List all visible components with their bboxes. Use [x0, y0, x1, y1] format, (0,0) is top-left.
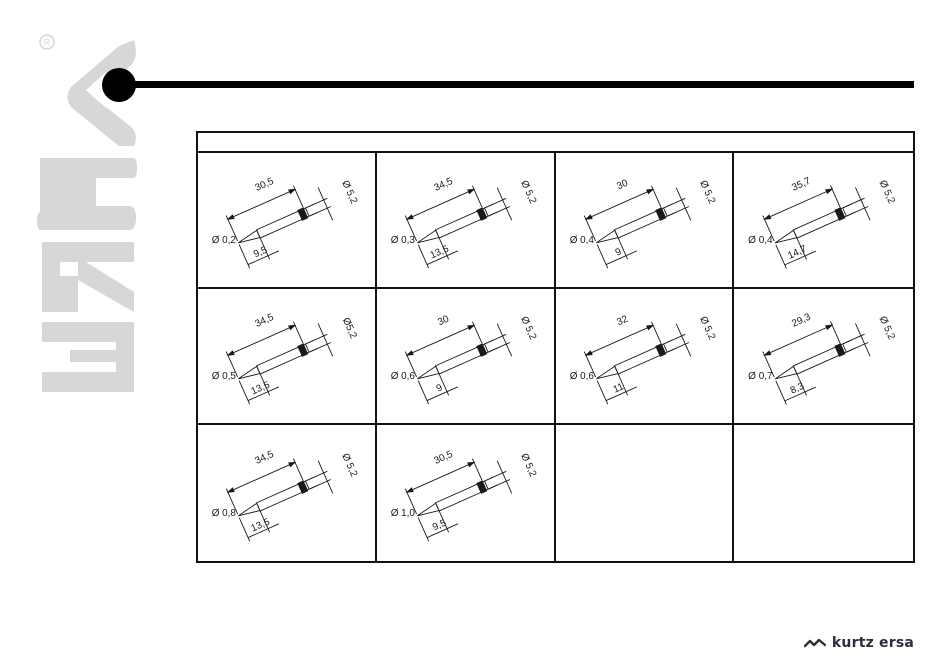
- diameter-label: Ø 5,2: [877, 179, 897, 206]
- tip-diameter-label: Ø 0,4: [748, 235, 773, 246]
- diameter-label: Ø 5,2: [697, 179, 717, 206]
- taper-label: 8,3: [789, 381, 807, 397]
- tip-drawing: [763, 311, 878, 405]
- taper-label: 11: [611, 381, 625, 395]
- length-label: 30,5: [253, 176, 276, 194]
- header-dot: [102, 68, 136, 102]
- tip-diameter-label: Ø 0,7: [748, 371, 773, 382]
- length-label: 32: [615, 313, 630, 328]
- taper-label: 9,5: [431, 517, 449, 533]
- length-label: 30: [436, 313, 451, 328]
- length-label: 35,7: [790, 176, 813, 194]
- length-label: 34,5: [432, 176, 455, 194]
- tip-cell: 30,5 Ø 5,2 Ø 1,0 9,5: [377, 425, 556, 561]
- tip-drawing: [226, 311, 340, 404]
- diameter-label: Ø 5,2: [697, 315, 717, 342]
- header-rule: [118, 81, 914, 88]
- tip-drawing: [584, 311, 698, 404]
- tip-diagram: 29,3 Ø 5,2 Ø 0,7 8,3: [734, 289, 913, 423]
- length-label: 34,5: [253, 449, 276, 467]
- tip-drawing: [763, 175, 878, 269]
- diameter-label: Ø 5,2: [339, 179, 359, 206]
- tip-drawing: [226, 448, 340, 541]
- tip-cell: 30,5 Ø 5,2 Ø 0,2 9,5: [198, 153, 377, 289]
- tip-diameter-label: Ø 0,8: [212, 508, 237, 519]
- tip-cell: 32 Ø 5,2 Ø 0,6 11: [556, 289, 735, 425]
- diameter-label: Ø 5,2: [518, 179, 538, 206]
- diameter-label: Ø5,2: [340, 316, 359, 341]
- length-label: 34,5: [253, 312, 276, 330]
- tip-diameter-label: Ø 0,6: [390, 371, 415, 382]
- tip-drawing: [405, 448, 519, 541]
- diameter-label: Ø 5,2: [339, 452, 359, 479]
- tip-diameter-label: Ø 0,4: [569, 235, 594, 246]
- footer-brand-text: kurtz ersa: [832, 635, 914, 651]
- table-header: [198, 133, 913, 153]
- tip-drawing: [226, 175, 340, 268]
- tip-diagram: 30,5 Ø 5,2 Ø 1,0 9,5: [377, 425, 554, 561]
- length-label: 30: [615, 177, 630, 192]
- svg-text:R: R: [44, 38, 51, 48]
- tip-diagram: 30,5 Ø 5,2 Ø 0,2 9,5: [198, 153, 375, 287]
- tip-drawing: [584, 175, 698, 268]
- diameter-label: Ø 5,2: [518, 452, 538, 479]
- footer-brand: kurtz ersa: [804, 633, 914, 653]
- empty-cell: [556, 425, 735, 561]
- length-label: 29,3: [790, 312, 813, 330]
- length-label: 30,5: [432, 449, 455, 467]
- taper-label: 9,5: [252, 244, 270, 260]
- tip-diameter-label: Ø 0,5: [212, 371, 237, 382]
- tip-diameter-label: Ø 0,3: [390, 235, 415, 246]
- tip-diameter-label: Ø 0,6: [569, 371, 594, 382]
- tip-diagram: 32 Ø 5,2 Ø 0,6 11: [556, 289, 733, 423]
- diameter-label: Ø 5,2: [877, 315, 897, 342]
- empty-cell: [734, 425, 913, 561]
- diameter-label: Ø 5,2: [518, 315, 538, 342]
- tip-cell: 29,3 Ø 5,2 Ø 0,7 8,3: [734, 289, 913, 425]
- tip-diameter-label: Ø 0,2: [212, 235, 237, 246]
- tip-drawing: [405, 311, 519, 404]
- kurtz-ersa-wave-icon: [804, 637, 826, 649]
- tip-drawing: [405, 175, 519, 268]
- tip-diameter-label: Ø 1,0: [390, 508, 415, 519]
